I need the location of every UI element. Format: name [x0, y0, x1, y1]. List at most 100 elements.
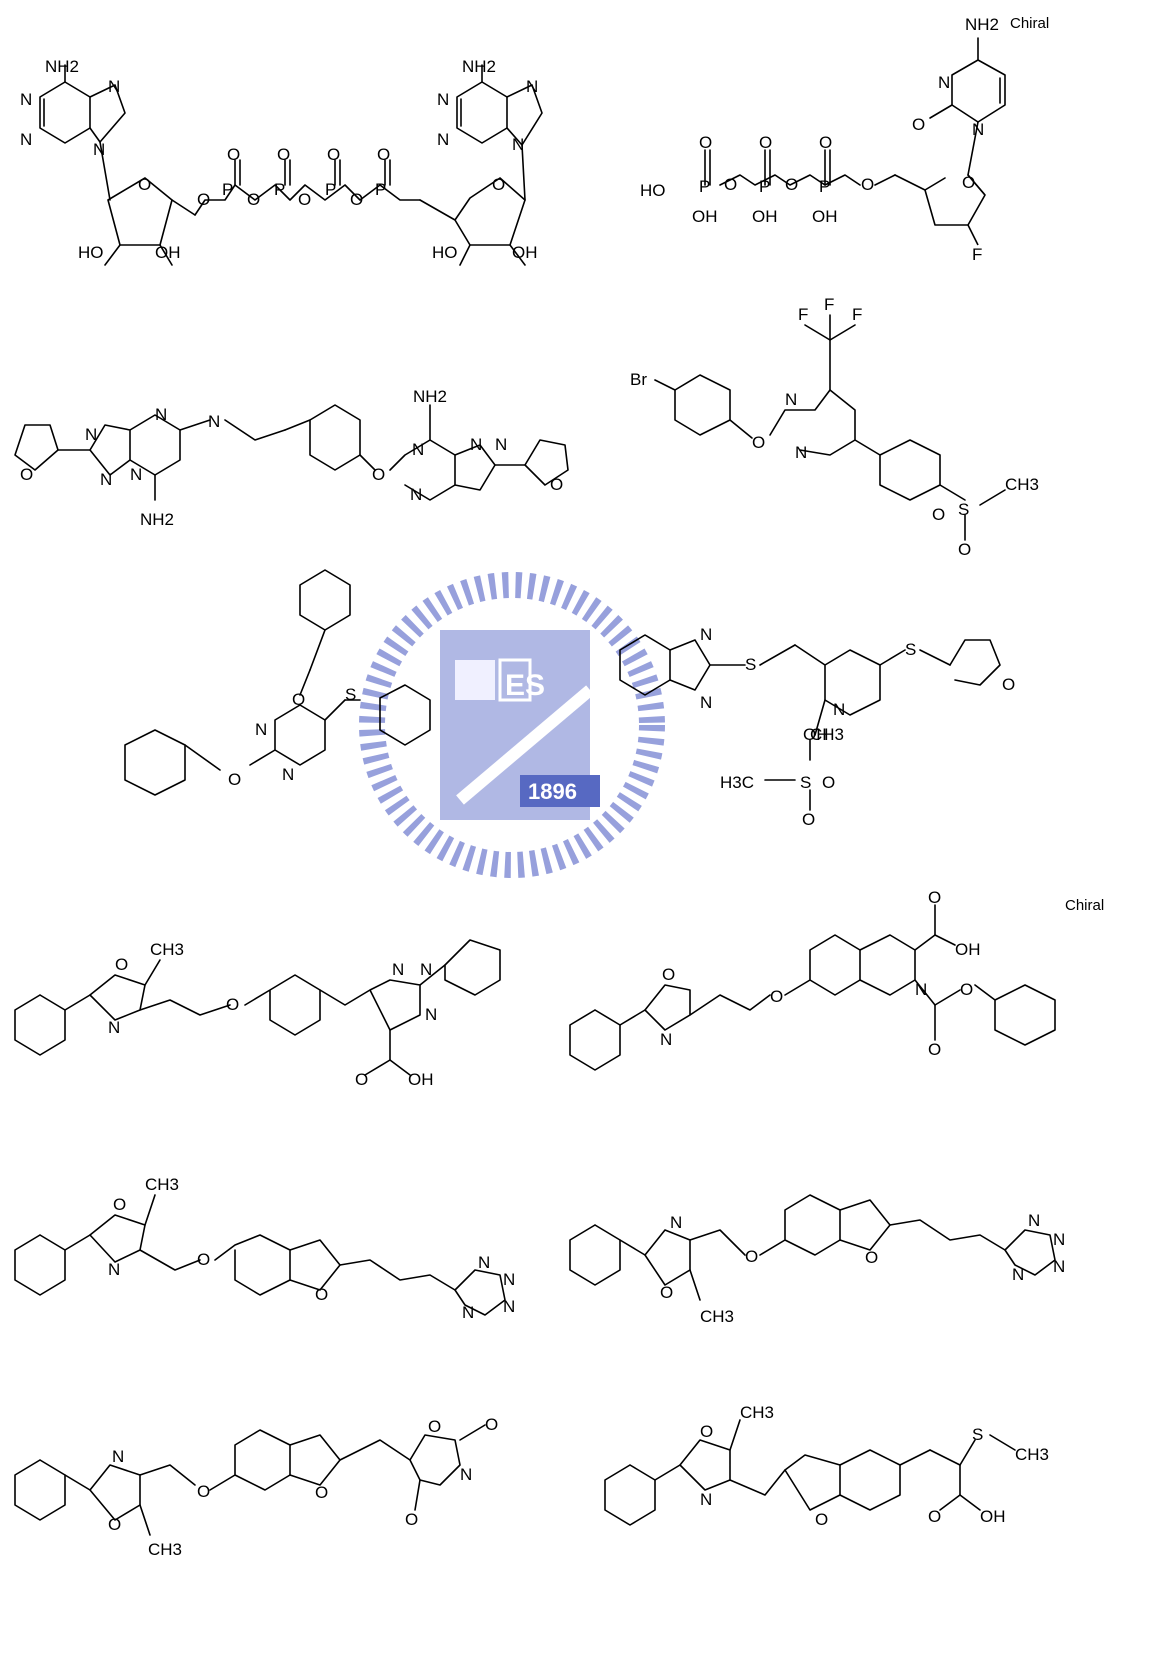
label-br: Br [630, 370, 647, 389]
label-n: N [282, 765, 294, 784]
label-o: O [113, 1195, 126, 1214]
label-s: S [958, 500, 969, 519]
label-p: P [699, 177, 710, 196]
label-n: N [526, 77, 538, 96]
label-ho: HO [78, 243, 104, 262]
label-n: N [470, 435, 482, 454]
watermark-letters: ES [505, 669, 545, 702]
label-o: O [108, 1515, 121, 1534]
label-n: N [795, 443, 807, 462]
label-n: N [478, 1253, 490, 1272]
label-n: N [462, 1303, 474, 1322]
label-o: O [785, 175, 798, 194]
label-n: N [108, 1018, 120, 1037]
label-o: O [550, 475, 563, 494]
label-n: N [785, 390, 797, 409]
label-o: O [377, 145, 390, 164]
label-n: N [155, 405, 167, 424]
molecule-dibenzyloxy-pyrimidine: O S N N O [124, 569, 431, 796]
label-n: N [437, 130, 449, 149]
label-ch3: CH3 [150, 940, 184, 959]
label-o: O [350, 190, 363, 209]
label-o: O [1002, 675, 1015, 694]
label-s: S [972, 1425, 983, 1444]
label-o: O [315, 1483, 328, 1502]
label-o: O [327, 145, 340, 164]
label-o: O [277, 145, 290, 164]
label-o: O [962, 173, 975, 192]
label-h3c: H3C [720, 773, 754, 792]
label-oh: OH [980, 1507, 1006, 1526]
label-nh2: NH2 [965, 15, 999, 34]
molecule-benzofuran-tetrazole-b: N O CH3 O O N N N N [569, 1194, 1065, 1326]
label-o: O [485, 1415, 498, 1434]
label-n: N [700, 693, 712, 712]
label-o: O [865, 1248, 878, 1267]
label-f: F [798, 305, 808, 324]
label-oh: OH [692, 207, 718, 226]
label-n: N [915, 980, 927, 999]
label-n: N [700, 1490, 712, 1509]
label-ch3: CH3 [810, 725, 844, 744]
label-n: N [392, 960, 404, 979]
label-o: O [197, 1482, 210, 1501]
label-p: P [222, 180, 233, 199]
label-o: O [660, 1283, 673, 1302]
label-oh: OH [512, 243, 538, 262]
label-p: P [759, 177, 770, 196]
label-n: N [700, 625, 712, 644]
molecule-oxazolidinedione: N O CH3 O O O O N O [14, 1415, 498, 1559]
label-o: O [912, 115, 925, 134]
label-o: O [226, 995, 239, 1014]
label-n: N [495, 435, 507, 454]
label-ho: HO [432, 243, 458, 262]
label-p: P [274, 180, 285, 199]
label-o: O [700, 1422, 713, 1441]
label-p: P [819, 177, 830, 196]
label-n: N [833, 700, 845, 719]
label-o: O [822, 773, 835, 792]
molecule-trifluoromethyl-pyrimidine: Br F F F N N O S O O CH3 [630, 295, 1039, 559]
molecule-fluoro-ctp: Chiral NH2 N O N O F O P O OH O P O OH O… [640, 15, 1049, 264]
label-ch3: CH3 [1015, 1445, 1049, 1464]
label-o: O [928, 1040, 941, 1059]
label-o: O [315, 1285, 328, 1304]
label-o: O [752, 433, 765, 452]
label-ch3: CH3 [700, 1307, 734, 1326]
label-o: O [861, 175, 874, 194]
label-n: N [100, 470, 112, 489]
label-o: O [372, 465, 385, 484]
label-n: N [420, 960, 432, 979]
label-o: O [770, 987, 783, 1006]
label-o: O [292, 690, 305, 709]
label-o: O [928, 888, 941, 907]
label-o: O [928, 1507, 941, 1526]
label-oh: OH [812, 207, 838, 226]
label-o: O [227, 145, 240, 164]
label-o: O [662, 965, 675, 984]
label-o: O [745, 1247, 758, 1266]
label-n: N [112, 1447, 124, 1466]
label-ho: HO [640, 181, 666, 200]
label-o: O [298, 190, 311, 209]
label-s: S [345, 685, 356, 704]
watermark-year: 1896 [528, 779, 577, 804]
label-oh: OH [752, 207, 778, 226]
label-n: N [20, 90, 32, 109]
label-p: P [325, 180, 336, 199]
label-n: N [460, 1465, 472, 1484]
label-n: N [1012, 1265, 1024, 1284]
label-n: N [503, 1297, 515, 1316]
label-chiral: Chiral [1065, 897, 1104, 914]
label-ch3: CH3 [1005, 475, 1039, 494]
label-oh: OH [803, 725, 829, 744]
label-o: O [197, 1250, 210, 1269]
molecule-methylthio-propanoic-acid: O CH3 N O S CH3 O OH [604, 1403, 1049, 1529]
label-n: N [670, 1213, 682, 1232]
label-n: N [85, 425, 97, 444]
label-s: S [745, 655, 756, 674]
label-oh: OH [155, 243, 181, 262]
molecule-benzofuran-tetrazole-a: O CH3 N O O N N N N [14, 1175, 515, 1322]
label-n: N [437, 90, 449, 109]
